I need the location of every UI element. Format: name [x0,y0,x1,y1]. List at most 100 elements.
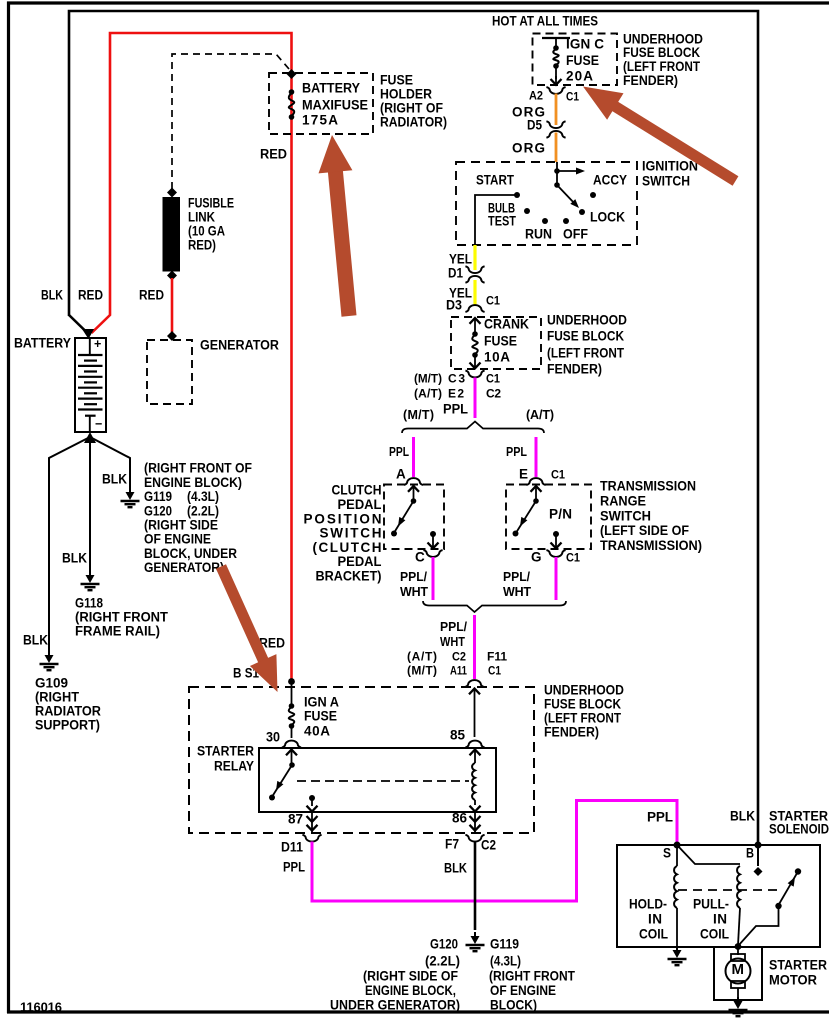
svg-text:WHT: WHT [400,585,428,599]
svg-text:(A/T): (A/T) [414,387,442,401]
svg-text:ENGINE BLOCK,: ENGINE BLOCK, [365,983,456,998]
svg-text:STARTER: STARTER [769,809,828,824]
svg-text:(LEFT FRONT: (LEFT FRONT [623,59,701,74]
svg-text:WHT: WHT [503,585,531,599]
svg-text:FUSE: FUSE [380,73,413,88]
svg-text:A11: A11 [450,664,467,678]
svg-text:PPL/: PPL/ [503,570,530,584]
svg-text:PPL/: PPL/ [440,620,467,634]
svg-text:C2: C2 [481,838,496,853]
svg-text:LOCK: LOCK [590,210,625,225]
svg-text:WHT: WHT [440,635,465,649]
svg-text:FRAME RAIL): FRAME RAIL) [75,624,160,639]
svg-text:20A: 20A [566,69,593,84]
svg-text:(LEFT FRONT: (LEFT FRONT [547,346,625,361]
svg-text:PULL-: PULL- [693,897,729,912]
svg-text:TRANSMISSION): TRANSMISSION) [600,538,702,553]
svg-text:RELAY: RELAY [214,759,254,774]
svg-text:+: + [94,337,101,351]
svg-text:P/N: P/N [549,507,572,522]
svg-text:BLK: BLK [444,861,467,876]
svg-text:UNDERHOOD: UNDERHOOD [547,313,627,328]
svg-text:G120: G120 [144,503,172,518]
svg-text:B: B [746,846,754,861]
svg-text:UNDER GENERATOR): UNDER GENERATOR) [330,998,460,1013]
svg-text:C2: C2 [486,387,501,401]
svg-text:(RIGHT FRONT: (RIGHT FRONT [75,610,169,625]
svg-text:BLOCK, UNDER: BLOCK, UNDER [144,546,237,561]
svg-text:175A: 175A [302,113,338,128]
svg-text:(M/T): (M/T) [403,408,434,422]
svg-text:30: 30 [266,730,280,745]
svg-text:IGNITION: IGNITION [642,159,698,174]
svg-text:CRANK: CRANK [484,317,529,332]
svg-text:UNDERHOOD: UNDERHOOD [623,32,703,47]
svg-text:BATTERY: BATTERY [302,81,360,96]
svg-text:STARTER: STARTER [769,958,827,973]
svg-text:PPL/: PPL/ [400,570,427,584]
svg-text:(RIGHT FRONT: (RIGHT FRONT [489,969,576,984]
svg-text:FUSE: FUSE [484,334,517,349]
svg-text:RED: RED [260,147,287,162]
svg-text:OF ENGINE: OF ENGINE [490,983,556,998]
svg-text:ENGINE BLOCK): ENGINE BLOCK) [144,475,242,490]
svg-text:BULB: BULB [488,201,515,216]
svg-text:COIL: COIL [639,927,668,942]
svg-text:(LEFT FRONT: (LEFT FRONT [544,711,622,726]
svg-text:IN: IN [648,912,662,927]
svg-text:RED: RED [259,636,285,651]
svg-text:FUSIBLE: FUSIBLE [188,196,234,211]
svg-text:(RIGHT SIDE: (RIGHT SIDE [144,518,218,533]
svg-text:G119: G119 [144,489,172,504]
svg-text:UNDERHOOD: UNDERHOOD [544,683,624,698]
svg-text:OF ENGINE: OF ENGINE [144,532,211,547]
svg-text:SWITCH: SWITCH [320,526,382,541]
svg-text:G120: G120 [430,937,458,952]
svg-text:B S1: B S1 [233,666,259,681]
svg-text:GENERATOR): GENERATOR) [144,560,224,575]
svg-text:E: E [519,467,528,482]
svg-text:RED: RED [78,288,103,303]
svg-text:A2: A2 [529,89,543,103]
svg-text:BLK: BLK [62,551,87,566]
svg-text:ORG: ORG [512,141,545,156]
svg-text:G: G [531,550,542,565]
svg-text:D3: D3 [446,298,462,313]
svg-text:PPL: PPL [647,810,673,825]
svg-text:IGN C: IGN C [566,37,604,52]
svg-text:(4.3L): (4.3L) [490,954,521,969]
svg-text:(A/T): (A/T) [526,408,554,422]
svg-text:(RIGHT FRONT OF: (RIGHT FRONT OF [144,461,252,476]
svg-text:ACCY: ACCY [593,173,627,188]
svg-text:(4.3L): (4.3L) [187,489,219,504]
svg-text:TEST: TEST [488,214,517,229]
svg-text:C1: C1 [486,372,500,386]
svg-text:S: S [663,846,671,861]
svg-text:D11: D11 [281,840,303,855]
svg-text:G119: G119 [490,937,519,952]
svg-text:STARTER: STARTER [197,744,254,759]
svg-text:BLK: BLK [41,288,63,303]
svg-text:87: 87 [288,812,303,827]
svg-text:(A/T): (A/T) [407,650,437,664]
svg-text:TRANSMISSION: TRANSMISSION [600,479,696,494]
svg-text:SWITCH: SWITCH [642,174,690,189]
svg-text:RADIATOR): RADIATOR) [380,115,447,130]
svg-text:C1: C1 [486,294,500,308]
svg-text:(10 GA: (10 GA [188,224,225,239]
svg-text:C2: C2 [452,650,466,664]
svg-text:PPL: PPL [443,402,468,417]
svg-text:C1: C1 [488,664,501,678]
svg-text:HOLD-: HOLD- [629,897,667,912]
svg-text:PEDAL: PEDAL [338,497,382,512]
svg-text:BLK: BLK [730,809,755,824]
svg-text:BATTERY: BATTERY [14,336,71,351]
svg-text:YEL: YEL [449,286,472,301]
svg-text:IGN A: IGN A [304,695,339,710]
svg-text:COIL: COIL [700,927,729,942]
svg-text:116016: 116016 [20,999,62,1014]
svg-text:C1: C1 [566,551,580,565]
svg-text:SOLENOID: SOLENOID [769,822,829,837]
svg-text:85: 85 [450,728,465,743]
svg-text:FUSE BLOCK: FUSE BLOCK [623,45,700,60]
